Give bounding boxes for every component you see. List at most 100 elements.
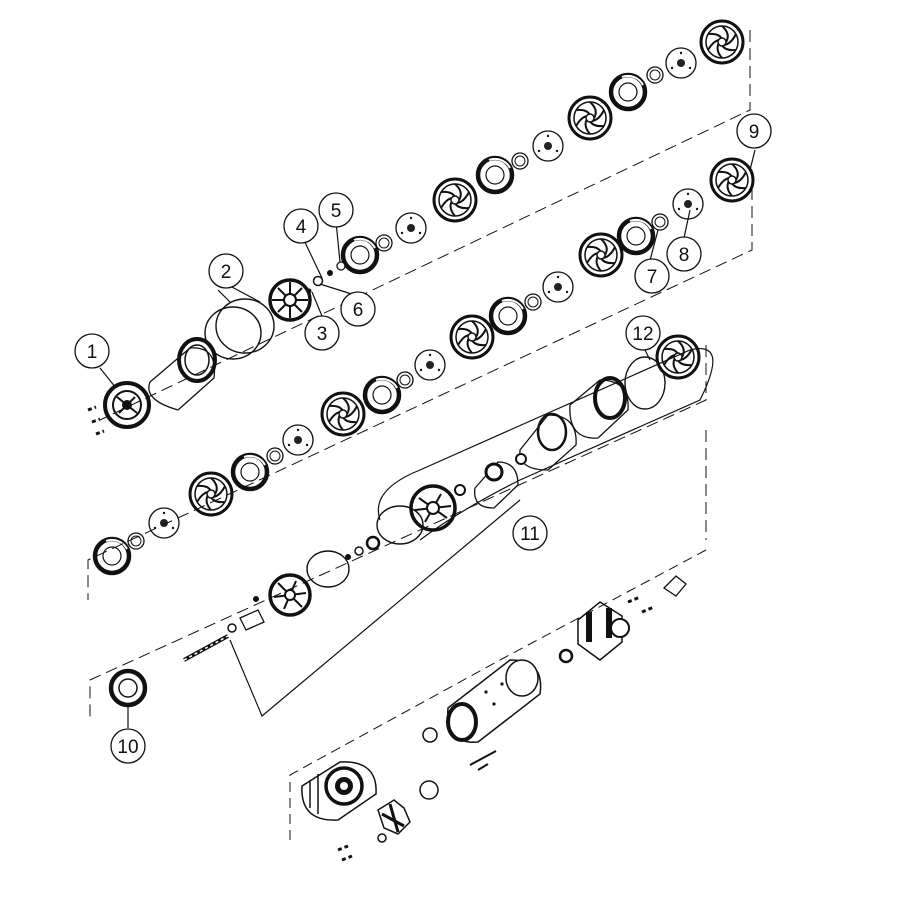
impeller	[432, 177, 478, 223]
impeller	[188, 471, 234, 517]
diffuser-bowl	[95, 539, 129, 573]
cover-plate	[672, 188, 704, 220]
o-ring-large	[215, 298, 275, 354]
o-ring-large	[204, 306, 262, 360]
suction-assembly-row	[183, 334, 714, 662]
washer-6	[312, 275, 324, 287]
cover-plate	[665, 47, 697, 79]
o-ring-12	[624, 356, 666, 410]
spacer-ring	[511, 152, 529, 170]
spacer-ring	[127, 532, 145, 550]
washer	[227, 623, 237, 633]
discharge-housing	[148, 337, 217, 411]
leader-lines	[99, 149, 756, 728]
assembly-axis	[289, 549, 707, 840]
spacer-ring	[646, 66, 664, 84]
callout-label: 3	[317, 324, 328, 345]
pump-stage-row-top	[87, 19, 745, 436]
group-11-outline	[377, 348, 714, 541]
mounting-bolts	[87, 405, 105, 436]
cable-guard	[662, 575, 687, 597]
callout-label: 2	[221, 262, 232, 283]
motor-assembly	[289, 549, 707, 862]
o-ring	[306, 550, 350, 588]
washer	[454, 484, 466, 496]
coupling	[239, 609, 265, 631]
cover-plate	[414, 349, 446, 381]
cover-plate	[542, 271, 574, 303]
impeller	[320, 391, 366, 437]
suction-impeller	[409, 484, 457, 532]
diffuser-bowl	[619, 219, 653, 253]
cover-plate	[282, 424, 314, 456]
impeller	[578, 232, 624, 278]
bearing	[365, 535, 381, 551]
washer	[377, 833, 387, 843]
spacer-ring	[266, 447, 284, 465]
spacer-ring	[375, 234, 393, 252]
suction-sleeve	[569, 376, 629, 439]
callout-7: 7	[634, 258, 670, 294]
callout-8: 8	[666, 236, 702, 272]
discharge-head	[103, 381, 151, 429]
callout-label: 9	[749, 122, 760, 143]
top-spider-impeller	[268, 278, 312, 322]
callout-3: 3	[304, 315, 340, 351]
callout-9: 9	[736, 113, 772, 149]
wear-ring-10	[108, 668, 148, 708]
callout-10: 10	[110, 728, 146, 764]
o-ring-small	[422, 727, 438, 743]
callout-label: 5	[331, 201, 342, 222]
callout-1: 1	[74, 333, 110, 369]
callout-label: 4	[296, 217, 307, 238]
impeller	[567, 95, 613, 141]
mounting-bolts	[337, 844, 353, 862]
callout-label: 1	[87, 342, 98, 363]
cover-plate	[532, 130, 564, 162]
seal	[419, 780, 439, 800]
diffuser-bowl	[611, 75, 645, 109]
o-ring-5	[336, 261, 346, 271]
motor-base	[301, 761, 377, 821]
callout-11: 11	[512, 515, 548, 551]
nut-4	[327, 270, 333, 276]
callout-label: 12	[632, 324, 653, 345]
impeller	[709, 157, 755, 203]
callout-label: 10	[117, 737, 138, 758]
bearing	[558, 648, 574, 664]
motor-bracket	[577, 601, 630, 661]
callout-label: 6	[353, 300, 364, 321]
diffuser-bowl	[365, 378, 399, 412]
callout-12: 12	[625, 315, 661, 351]
motor-body	[446, 659, 542, 743]
callout-5: 5	[318, 192, 354, 228]
callout-label: 11	[520, 524, 540, 545]
spacer-ring	[651, 213, 669, 231]
callout-2: 2	[208, 253, 244, 289]
pin	[469, 750, 497, 771]
diffuser-bowl	[491, 299, 525, 333]
mounting-bolts	[627, 595, 655, 614]
spacer-ring	[396, 371, 414, 389]
impeller	[699, 19, 745, 65]
bearing	[484, 462, 504, 482]
diffuser-bowl	[478, 158, 512, 192]
adapter-sleeve	[519, 412, 577, 471]
o-ring	[376, 505, 424, 545]
callout-6: 6	[340, 291, 376, 327]
washer	[354, 546, 364, 556]
cover-plate	[148, 507, 180, 539]
callout-label: 8	[679, 245, 690, 266]
bushing	[515, 453, 527, 465]
diffuser-bowl	[343, 238, 377, 272]
nut	[345, 554, 351, 560]
callout-label: 7	[647, 267, 658, 288]
callout-4: 4	[283, 208, 319, 244]
spacer-ring	[524, 293, 542, 311]
impeller	[449, 314, 495, 360]
cover-plate	[395, 212, 427, 244]
lower-impeller	[268, 573, 312, 617]
base-impeller	[377, 799, 411, 835]
